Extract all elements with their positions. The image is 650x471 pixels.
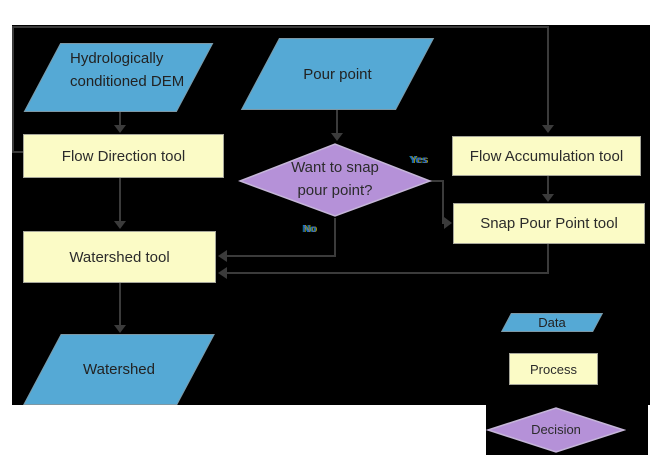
legend-process-label: Process (530, 361, 577, 377)
node-watershed-tool: Watershed tool (23, 231, 216, 283)
edge-label-no: No (303, 224, 317, 235)
legend-decision-shape (486, 407, 626, 453)
edge-label-yes: Yes (410, 155, 428, 166)
diamond-shape (238, 143, 432, 217)
node-hydrologically-conditioned-dem: Hydrologically conditioned DEM (23, 43, 214, 112)
legend-data-label: Data (538, 315, 566, 330)
node-label: Flow Direction tool (61, 147, 186, 165)
node-watershed: Watershed (23, 334, 215, 405)
node-snap-pour-point-tool: Snap Pour Point tool (453, 203, 645, 244)
node-label: Hydrologically conditioned DEM (70, 50, 185, 90)
node-decision-diamond (238, 143, 432, 217)
node-flow-accumulation-tool: Flow Accumulation tool (452, 136, 641, 176)
diamond-shape (486, 407, 626, 453)
node-flow-direction-tool: Flow Direction tool (23, 134, 224, 178)
legend-data-shape: Data (500, 313, 604, 332)
node-label: Watershed tool (69, 248, 170, 266)
node-label: Watershed (83, 361, 155, 378)
node-label: Pour point (303, 65, 372, 83)
node-pour-point: Pour point (240, 38, 435, 110)
node-label: Flow Accumulation tool (469, 147, 624, 165)
decision-question: Want to snap pour point? (291, 159, 379, 199)
legend-decision-label: Decision (531, 422, 581, 437)
node-label: Snap Pour Point tool (480, 215, 618, 232)
legend-process-shape: Process (509, 353, 598, 385)
